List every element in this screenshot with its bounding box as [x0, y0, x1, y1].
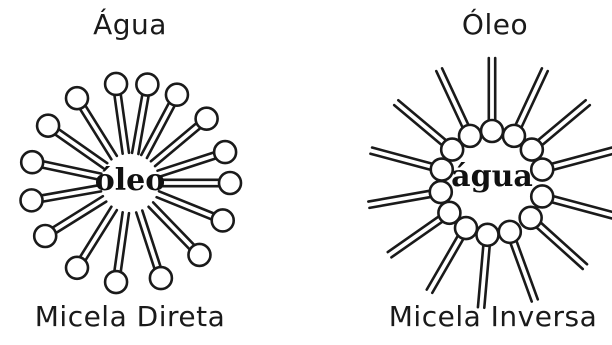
surfactant-molecule	[34, 196, 106, 247]
tail-line	[484, 246, 489, 308]
tail-line	[394, 105, 441, 145]
polar-head	[214, 141, 236, 163]
tail-line	[147, 106, 175, 158]
polar-head	[66, 87, 88, 109]
polar-head	[219, 172, 241, 194]
polar-head	[188, 244, 210, 266]
tail-line	[86, 106, 117, 156]
tail-line	[155, 128, 200, 166]
inverse-micelle-core-label: água	[451, 159, 533, 194]
tail-line	[541, 223, 587, 264]
tail-line	[542, 105, 589, 145]
polar-head	[21, 151, 43, 173]
surfactant-molecule	[21, 151, 101, 180]
tail-line	[537, 228, 583, 269]
tail-line	[86, 210, 117, 260]
polar-head	[212, 209, 234, 231]
tail-line	[442, 68, 468, 124]
polar-head	[455, 217, 477, 239]
polar-head	[499, 221, 521, 243]
tail-line	[398, 100, 445, 140]
polar-head	[37, 115, 59, 137]
surfactant-molecule	[368, 181, 451, 208]
polar-head	[105, 271, 127, 293]
surfactant-molecule	[21, 185, 101, 211]
polar-head	[21, 189, 43, 211]
tail-line	[80, 109, 111, 159]
surfactant-molecule	[531, 185, 612, 218]
tail-line	[427, 236, 458, 290]
surfactant-molecule	[476, 224, 498, 308]
tail-line	[432, 239, 463, 293]
polar-head	[105, 73, 127, 95]
tail-line	[44, 161, 102, 173]
direct-micelle-core-label: óleo	[95, 163, 166, 198]
surfactant-molecule	[499, 221, 538, 302]
surfactant-molecule	[481, 58, 503, 142]
polar-head	[66, 257, 88, 279]
polar-head	[531, 185, 553, 207]
polar-head	[430, 181, 452, 203]
tail-line	[59, 129, 107, 163]
polar-head	[481, 120, 503, 142]
polar-head	[520, 207, 542, 229]
polar-head	[531, 159, 553, 181]
surfactant-molecule	[66, 207, 117, 279]
surfactant-molecule	[160, 172, 241, 194]
polar-head	[196, 108, 218, 130]
tail-line	[516, 68, 542, 124]
surfactant-molecule	[436, 68, 481, 147]
polar-head	[166, 84, 188, 106]
tail-line	[149, 207, 190, 249]
polar-head	[503, 125, 525, 147]
tail-line	[391, 222, 442, 258]
tail-line	[436, 71, 462, 127]
tail-line	[151, 123, 196, 161]
polar-head	[136, 74, 158, 96]
polar-head	[476, 224, 498, 246]
polar-head	[431, 159, 453, 181]
polar-head	[441, 139, 463, 161]
polar-head	[150, 267, 172, 289]
surfactant-molecule	[136, 211, 172, 290]
tail-line	[42, 168, 100, 180]
tail-line	[53, 196, 103, 227]
polar-head	[34, 225, 56, 247]
tail-line	[388, 217, 439, 253]
tail-line	[538, 100, 585, 140]
surfactant-molecule	[520, 207, 587, 269]
surfactant-molecule	[503, 68, 548, 147]
tail-line	[478, 245, 483, 307]
tail-line	[522, 71, 548, 127]
